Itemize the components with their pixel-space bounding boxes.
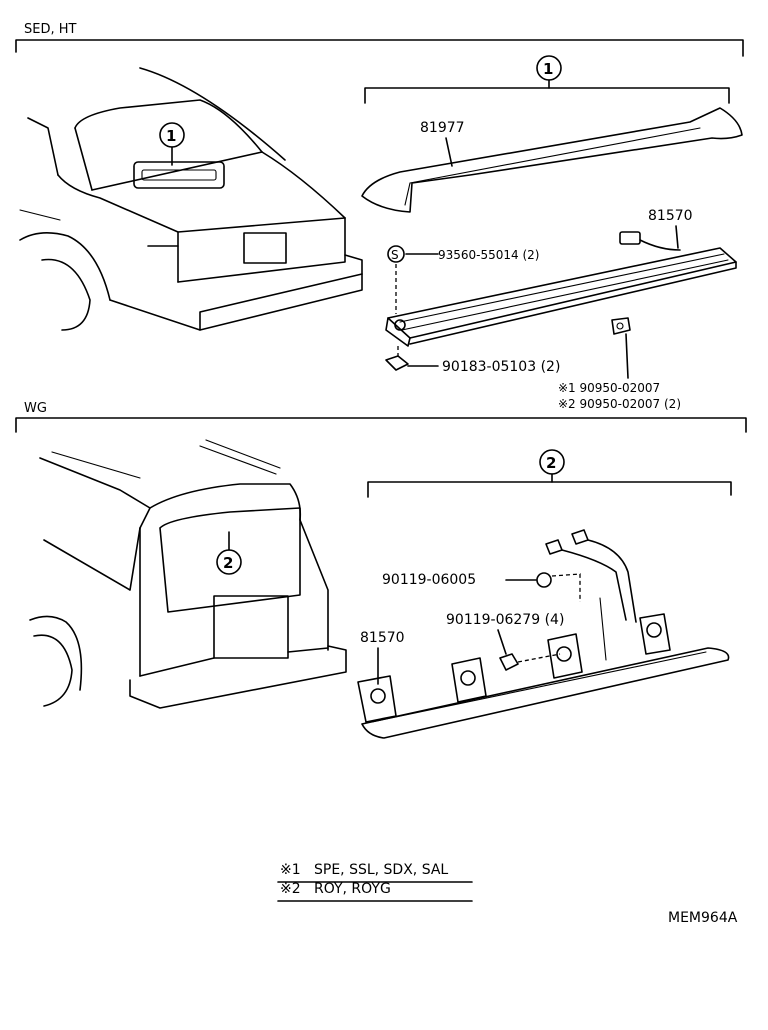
screw-symbol-circle xyxy=(387,245,405,263)
part-label-grommet: 90119-06005 xyxy=(382,572,476,588)
part-label-spoiler: 81977 xyxy=(420,120,465,136)
legend-mark-2: ※2 xyxy=(280,881,301,897)
clip-leader xyxy=(625,333,629,379)
part-label-lamp-wg: 81570 xyxy=(360,630,405,646)
callout-1-bracket xyxy=(364,87,730,104)
part-label-lamp-sed: 81570 xyxy=(648,208,693,224)
clip-shape xyxy=(611,317,631,335)
callout-2-number: 2 xyxy=(546,454,556,472)
spoiler-leader xyxy=(445,137,453,167)
sedan-rear-illustration xyxy=(19,67,363,331)
section-bracket-wg xyxy=(15,417,747,433)
wagon-rear-illustration xyxy=(29,439,347,709)
drawing-code: MEM964A xyxy=(668,910,738,926)
section-bracket-sed-ht xyxy=(15,39,744,57)
part-label-screw: 93560-55014 (2) xyxy=(438,248,540,262)
part-label-nut-sed: 90183-05103 (2) xyxy=(442,359,560,375)
nut-wg-shape xyxy=(499,653,519,671)
callout-1-car-number: 1 xyxy=(166,127,176,145)
legend-text-1: SPE, SSL, SDX, SAL xyxy=(314,862,448,878)
nut-wg-leader xyxy=(497,629,507,655)
screw-symbol-letter: S xyxy=(391,248,399,262)
grommet-shape xyxy=(536,572,552,588)
stop-lamp-sedan xyxy=(385,231,737,347)
legend-mark-1: ※1 xyxy=(280,862,301,878)
callout-2-bracket xyxy=(367,481,732,498)
part-label-clip1: ※1 90950-02007 xyxy=(558,381,660,395)
section-label-wg: WG xyxy=(24,401,47,416)
callout-2-car-number: 2 xyxy=(223,554,233,572)
nut-sed-shape xyxy=(385,355,409,371)
nut-wg-dashline xyxy=(517,653,561,663)
part-label-clip2: ※2 90950-02007 (2) xyxy=(558,397,681,411)
grommet-dashline xyxy=(551,573,581,602)
part-label-nut-wg: 90119-06279 (4) xyxy=(446,612,564,628)
lamp-sed-leader xyxy=(675,225,679,249)
section-label-sed-ht: SED, HT xyxy=(24,22,77,37)
stop-lamp-wagon xyxy=(357,529,730,739)
callout-1-number: 1 xyxy=(543,60,553,78)
rear-spoiler xyxy=(361,107,743,213)
applicability-legend: ※1 SPE, SSL, SDX, SAL ※2 ROY, ROYG xyxy=(277,862,473,902)
legend-text-2: ROY, ROYG xyxy=(314,881,391,897)
